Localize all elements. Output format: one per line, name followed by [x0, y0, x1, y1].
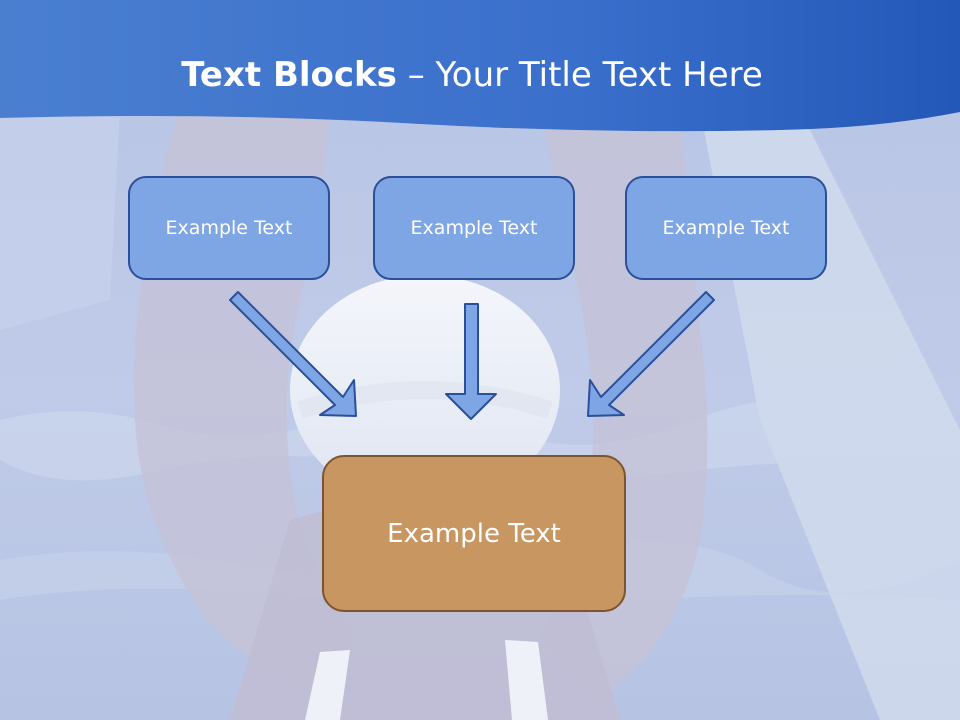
target-block[interactable]: Example Text	[322, 455, 626, 612]
text-block-left[interactable]: Example Text	[128, 176, 330, 280]
arrow-right-diagonal	[587, 291, 715, 417]
title-separator: –	[396, 55, 436, 95]
text-block-right[interactable]: Example Text	[625, 176, 827, 280]
arrow-center-down	[445, 303, 497, 420]
title-bold: Text Blocks	[181, 55, 397, 95]
slide-title: Text Blocks – Your Title Text Here	[0, 52, 944, 98]
text-block-center[interactable]: Example Text	[373, 176, 575, 280]
title-rest: Your Title Text Here	[435, 55, 763, 95]
arrow-left-diagonal	[229, 291, 357, 417]
